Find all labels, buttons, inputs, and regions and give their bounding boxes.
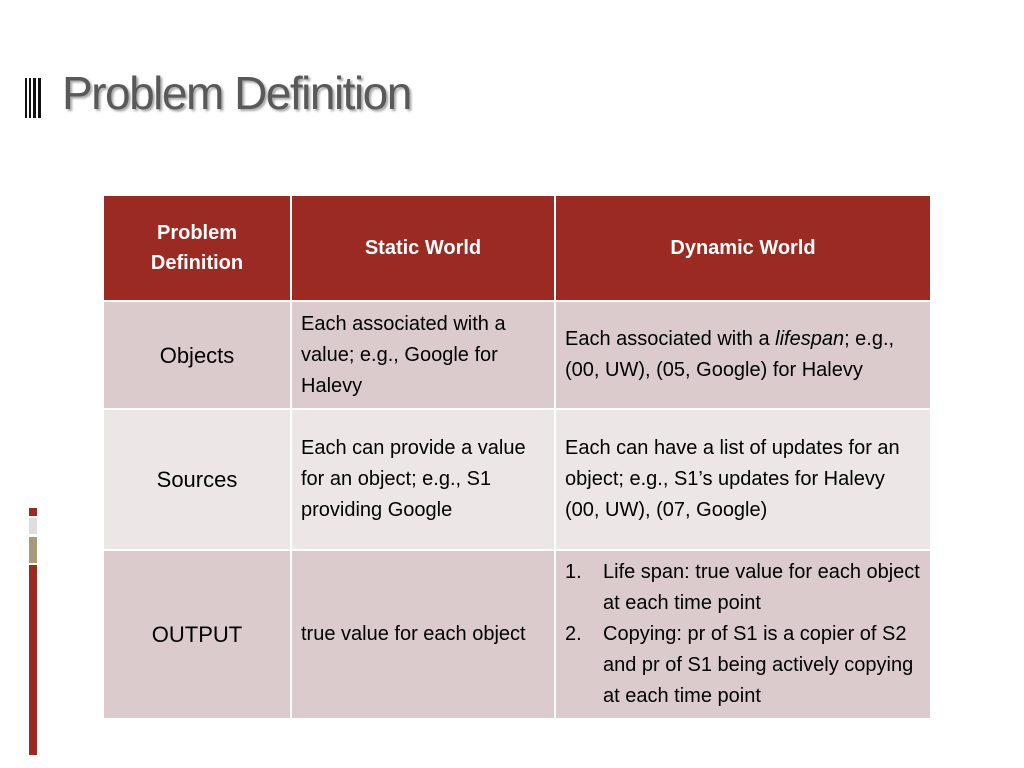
table-row: Objects Each associated with a value; e.… xyxy=(102,300,932,410)
row-label-sources: Sources xyxy=(102,408,292,551)
row-label-output: OUTPUT xyxy=(102,549,292,720)
side-accent-bar xyxy=(29,508,37,516)
cell-emphasis: lifespan xyxy=(775,328,845,350)
table-row: Sources Each can provide a value for an … xyxy=(102,408,932,551)
output-list: 1. Life span: true value for each object … xyxy=(565,557,921,712)
list-number: 1. xyxy=(565,561,582,583)
list-item: 1. Life span: true value for each object … xyxy=(565,557,921,619)
side-accent-bar xyxy=(29,565,37,755)
cell-text: Each associated with a xyxy=(565,328,776,350)
side-accent-bar xyxy=(29,537,37,563)
row-label-objects: Objects xyxy=(102,300,292,410)
list-text: Life span: true value for each object at… xyxy=(603,561,920,614)
cell-sources-static: Each can provide a value for an object; … xyxy=(290,408,556,551)
cell-sources-dynamic: Each can have a list of updates for an o… xyxy=(554,408,932,551)
cell-objects-dynamic: Each associated with a lifespan; e.g., (… xyxy=(554,300,932,410)
cell-text: ; e.g., (00, UW), (05, Google) for Halev… xyxy=(565,328,895,381)
list-number: 2. xyxy=(565,623,582,645)
table-row: OUTPUT true value for each object 1. Life… xyxy=(102,549,932,720)
cell-output-dynamic: 1. Life span: true value for each object … xyxy=(554,549,932,720)
table-header-row: Problem Definition Static World Dynamic … xyxy=(102,194,932,302)
list-text: Copying: pr of S1 is a copier of S2 and … xyxy=(603,623,914,707)
list-item: 2. Copying: pr of S1 is a copier of S2 an… xyxy=(565,619,921,712)
header-problem-definition: Problem Definition xyxy=(102,194,292,302)
cell-output-static: true value for each object xyxy=(290,549,556,720)
side-accent-bar xyxy=(29,518,37,534)
cell-objects-static: Each associated with a value; e.g., Goog… xyxy=(290,300,556,410)
header-static-world: Static World xyxy=(290,194,556,302)
title-bullet-icon xyxy=(25,78,41,118)
definition-table: Problem Definition Static World Dynamic … xyxy=(102,194,932,720)
slide-title: Problem Definition xyxy=(62,67,412,119)
header-dynamic-world: Dynamic World xyxy=(554,194,932,302)
